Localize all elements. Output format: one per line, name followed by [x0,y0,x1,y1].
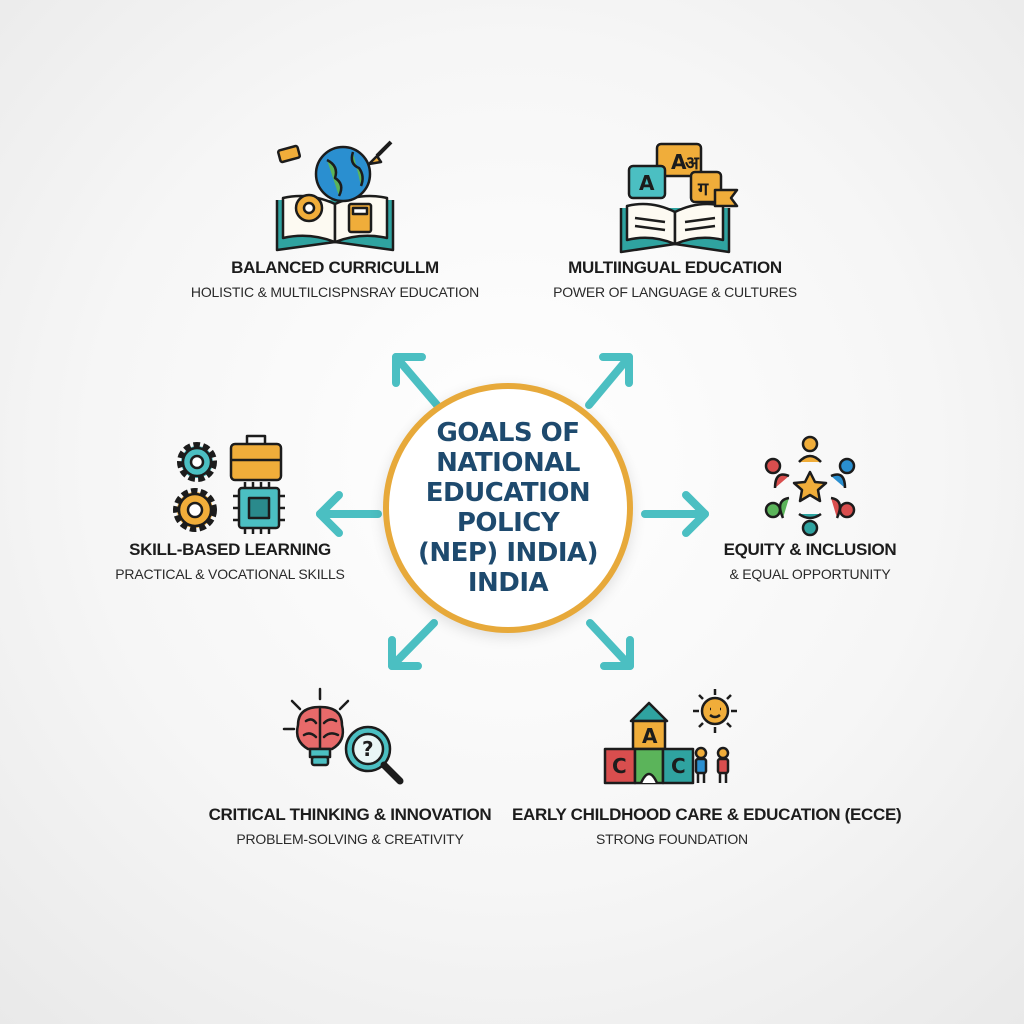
center-title-line-5: INDIA [467,568,549,598]
book-globe-icon [275,140,395,252]
center-title-line-4: (NEP) INDIA) [417,538,599,568]
goal-subtitle: POWER OF LANGUAGE & CULTURES [553,284,797,300]
svg-text:A: A [639,171,655,195]
goal-subtitle: PROBLEM-SOLVING & CREATIVITY [236,831,464,847]
goal-title: BALANCED CURRICULLM [231,258,439,277]
goal-title: EARLY CHILDHOOD CARE & EDUCATION (ECCE) [512,805,902,824]
people-circle-star-icon [764,435,856,537]
goal-critical-thinking: ? CRITICAL THINKING & INNOVATION PROBLEM… [200,685,500,847]
arrow-top-right [585,353,633,409]
center-title-line-1: GOALS OF [436,418,580,448]
language-book-icon: A अ ग A [619,142,739,254]
svg-text:C: C [671,754,686,778]
goal-title: CRITICAL THINKING & INNOVATION [208,805,492,824]
svg-text:C: C [612,754,627,778]
goal-skill-based-learning: SKILL-BASED LEARNING PRACTICAL & VOCATIO… [100,430,360,582]
svg-text:A: A [671,150,687,174]
goal-title: SKILL-BASED LEARNING [129,540,331,559]
arrow-top-left [392,353,441,409]
arrow-bottom-left [388,619,438,670]
center-title-line-2: NATIONAL [436,448,580,478]
center-circle: GOALS OF NATIONAL EDUCATION POLICY (NEP)… [383,383,633,633]
svg-text:A: A [642,724,658,748]
goal-subtitle: HOLISTIC & MULTILCISPNSRAY EDUCATION [190,284,480,300]
goal-title: MULTIINGUAL EDUCATION [568,258,782,277]
goal-subtitle: PRACTICAL & VOCATIONAL SKILLS [115,566,345,582]
goal-subtitle: & EQUAL OPPORTUNITY [729,566,891,582]
svg-text:अ: अ [685,153,700,174]
children-icon [694,746,730,783]
goal-title: EQUITY & INCLUSION [723,540,897,559]
svg-text:?: ? [362,737,374,761]
arrow-right [641,491,709,537]
blocks-children-icon: A C C [603,689,737,785]
brain-magnifier-icon: ? [282,687,404,785]
sun-icon [693,689,737,733]
arrow-left [316,491,382,537]
goal-early-childhood-care: A C C EARLY CHILDHOOD CARE & EDUCATION (… [512,685,902,847]
goal-equity-inclusion: EQUITY & INCLUSION & EQUAL OPPORTUNITY [700,430,920,582]
goal-subtitle: STRONG FOUNDATION [596,831,748,847]
center-title-line-3: EDUCATION POLICY [425,478,591,538]
svg-text:ग: ग [697,179,709,200]
arrow-bottom-right [586,619,634,670]
goal-balanced-curriculum: BALANCED CURRICULLM HOLISTIC & MULTILCIS… [190,138,480,300]
goal-multilingual-education: A अ ग A MULTIINGUAL EDUCATION POWER OF L… [540,138,810,300]
gears-toolkit-icon [173,434,285,534]
